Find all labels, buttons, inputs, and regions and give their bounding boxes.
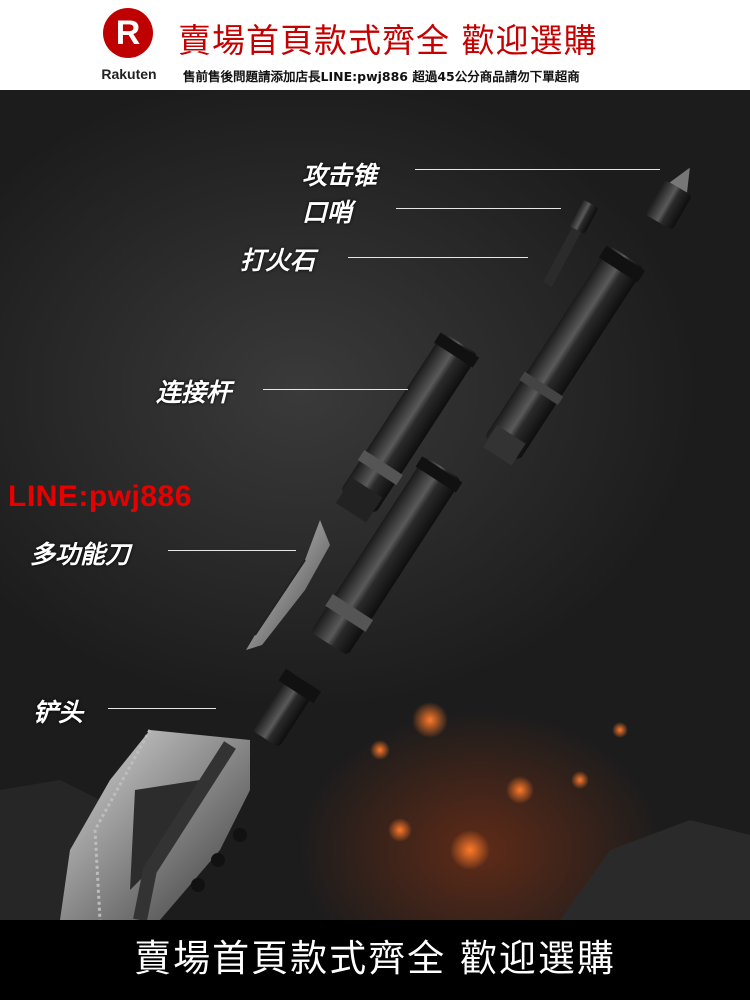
hammer-part	[645, 167, 691, 229]
label-hammer: 攻击锥	[302, 161, 378, 190]
label-whistle: 口哨	[302, 198, 353, 227]
knife-part	[246, 520, 330, 650]
multi-tool-illustration	[0, 167, 750, 920]
whistle-part	[542, 200, 598, 287]
shovel-part	[60, 668, 322, 920]
rakuten-logo[interactable]: R Rakuten	[88, 8, 170, 84]
leader-shovel-head	[108, 708, 216, 709]
line-id-text: LINE:pwj886	[8, 480, 192, 513]
leader-whistle	[396, 208, 561, 209]
label-connecting-rod: 连接杆	[156, 378, 232, 407]
label-shovel-head: 铲头	[33, 698, 84, 727]
bottom-banner: 賣場首頁款式齊全 歡迎選購	[0, 920, 750, 1000]
top-banner: R Rakuten 賣場首頁款式齊全 歡迎選購 售前售後問題請添加店長LINE:…	[0, 0, 750, 90]
label-flint: 打火石	[240, 246, 316, 275]
leader-multi-knife	[168, 550, 296, 551]
leader-connecting-rod	[263, 389, 408, 390]
rakuten-r-icon: R	[103, 8, 153, 58]
handle-upper	[482, 245, 646, 466]
label-multi-knife: 多功能刀	[30, 540, 131, 569]
product-photo: 攻击锥 口哨 打火石 连接杆 LINE:pwj886 多功能刀 铲头	[0, 90, 750, 920]
banner-subtitle: 售前售後問題請添加店長LINE:pwj886 超過45公分商品請勿下單超商	[183, 69, 580, 84]
leader-hammer	[415, 169, 660, 170]
connecting-rod-part	[335, 332, 480, 523]
banner-title[interactable]: 賣場首頁款式齊全 歡迎選購	[178, 21, 598, 60]
rakuten-wordmark: Rakuten	[101, 66, 157, 82]
ember-glow	[370, 702, 628, 870]
footer-title[interactable]: 賣場首頁款式齊全 歡迎選購	[134, 937, 616, 980]
handle-lower	[312, 456, 463, 654]
leader-flint	[348, 257, 528, 258]
